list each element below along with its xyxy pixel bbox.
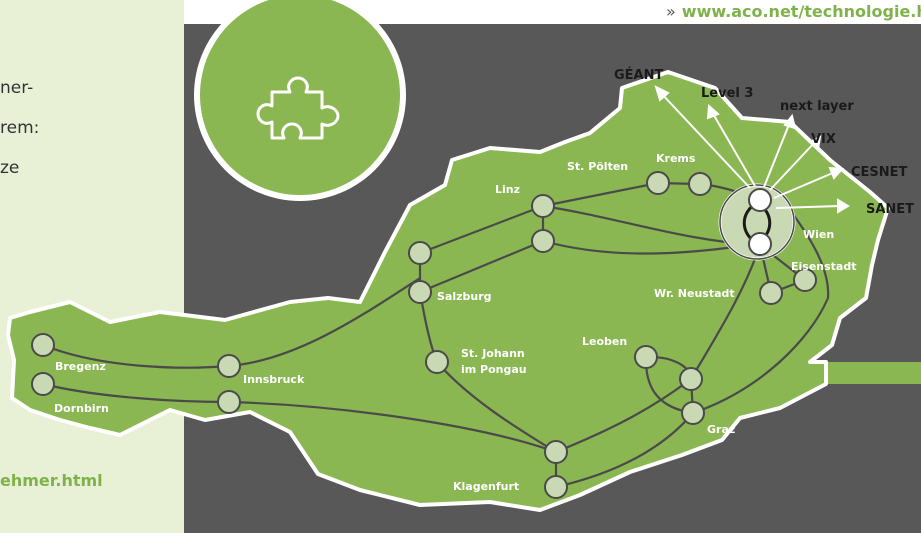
label-klagenfurt: Klagenfurt (453, 480, 519, 493)
label-st-poelten: St. Pölten (567, 160, 628, 173)
label-graz: Graz (707, 423, 735, 436)
node-innsbruck-1 (217, 354, 241, 378)
label-innsbruck: Innsbruck (243, 373, 305, 386)
label-dornbirn: Dornbirn (54, 402, 109, 415)
label-cesnet: CESNET (851, 165, 908, 180)
label-st-johann-1: St. Johann (461, 347, 525, 360)
node-leoben (634, 345, 658, 369)
node-st-johann (425, 350, 449, 374)
technology-link-text[interactable]: www.aco.net/technologie.html (681, 2, 921, 21)
label-linz: Linz (495, 183, 520, 196)
node-krems (688, 172, 712, 196)
puzzle-icon (256, 76, 340, 140)
label-bregenz: Bregenz (55, 360, 106, 373)
label-geant: GÉANT (614, 67, 663, 83)
panel-text-line-3: ze (0, 158, 20, 178)
node-st-poelten (646, 171, 670, 195)
label-level3: Level 3 (701, 86, 753, 101)
node-bregenz (31, 333, 55, 357)
node-eisenstadt (793, 268, 817, 292)
technology-link[interactable]: » www.aco.net/technologie.html (666, 2, 921, 21)
node-wr-neustadt (759, 281, 783, 305)
node-graz-2 (681, 401, 705, 425)
panel-text-line-2: rem: (0, 118, 40, 138)
label-krems: Krems (656, 152, 696, 165)
label-vix: VIX (811, 132, 836, 147)
node-dornbirn (31, 372, 55, 396)
node-linz-1 (531, 194, 555, 218)
node-salzburg-2 (408, 280, 432, 304)
left-text-panel: ner- rem: ze ehmer.html (0, 0, 184, 533)
node-salzburg-1 (408, 241, 432, 265)
label-wien: Wien (803, 228, 834, 241)
label-leoben: Leoben (582, 335, 627, 348)
label-st-johann-2: im Pongau (461, 363, 527, 376)
panel-text-line-1: ner- (0, 78, 34, 98)
label-sanet: SANET (866, 202, 914, 217)
external-links (654, 85, 850, 214)
participants-link[interactable]: ehmer.html (0, 471, 103, 490)
wien-hub (718, 183, 796, 261)
puzzle-badge (194, 0, 406, 201)
node-graz-1 (679, 367, 703, 391)
node-klagenfurt-2 (544, 475, 568, 499)
label-salzburg: Salzburg (437, 290, 492, 303)
node-linz-2 (531, 229, 555, 253)
node-klagenfurt-1 (544, 440, 568, 464)
label-eisenstadt: Eisenstadt (791, 260, 856, 273)
label-next-layer: next layer (780, 99, 854, 114)
label-wr-neustadt: Wr. Neustadt (654, 287, 735, 300)
chevron-right-icon: » (666, 2, 676, 21)
node-innsbruck-2 (217, 390, 241, 414)
green-accent-bar (826, 362, 921, 384)
